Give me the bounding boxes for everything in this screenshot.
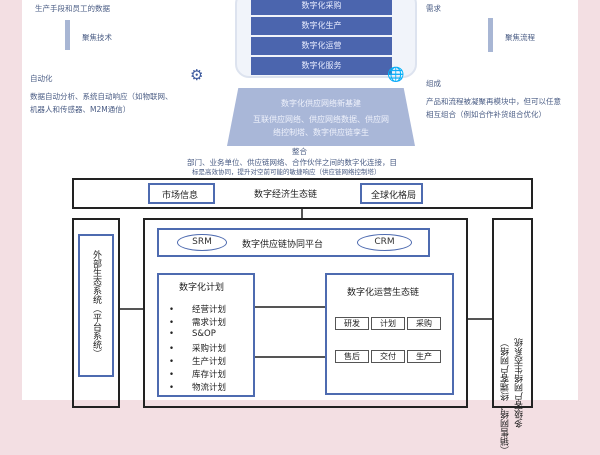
left-line: 数据自动分析、系统自动响应（如物联网、 — [30, 92, 173, 101]
eco-chain-label: 数字经济生态链 — [254, 190, 318, 200]
right-line: 相互组合（例如合作补货组合优化） — [426, 110, 546, 119]
integrate-title: 整合 — [292, 147, 307, 156]
arrow-right — [120, 308, 143, 310]
external-system-label: 外部生态系统（平台系统） — [91, 250, 101, 358]
market-info-box: 市场信息 — [148, 183, 215, 204]
right-title: 组成 — [426, 79, 441, 88]
plan-item-label: 经营计划 — [192, 305, 227, 315]
plan-title: 数字化计划 — [179, 283, 225, 293]
external-system-inner: 外部生态系统（平台系统） — [78, 234, 114, 377]
plan-item: • 库存计划 — [169, 368, 226, 380]
stack-item: 数字化运营 — [251, 37, 392, 55]
arrow-right — [255, 306, 325, 308]
bullet-icon: • — [169, 370, 175, 380]
gears-icon: ⚙ — [190, 66, 204, 84]
infrastructure-base: 数字化供应网络新基建 互联供应网络、供应网络数据、供应网 络控制塔、数字供应链孪… — [227, 88, 415, 146]
plan-item: • 经营计划 — [169, 303, 226, 315]
ops-box: 数字化运营生态链 研发 计划 采购 售后 交付 生产 — [325, 273, 454, 395]
bullet-icon: • — [169, 318, 175, 328]
ops-title: 数字化运营生态链 — [347, 288, 420, 298]
stack-item: 数字化服务 — [251, 57, 392, 75]
ops-step: 研发 — [335, 317, 369, 330]
up-down-arrow-icon — [65, 20, 70, 50]
plan-box: 数字化计划 • 经营计划 • 需求计划 • S&OP • 采购计划 • 生产计划 • 库存计划 • 物流计… — [157, 273, 255, 397]
base-line: 互联供应网络、供应网络数据、供应网 — [253, 115, 389, 124]
platform-label: 数字供应链协同平台 — [242, 240, 324, 250]
bullet-icon: • — [169, 383, 175, 393]
plan-item: • 采购计划 — [169, 342, 226, 354]
ops-step: 生产 — [407, 350, 441, 363]
global-label: 全球化格局 — [371, 191, 417, 201]
right-arrow-label: 聚焦流程 — [505, 33, 535, 42]
bullet-icon: • — [169, 357, 175, 367]
stack-item: 数字化采购 — [251, 0, 392, 15]
plan-item: • 物流计划 — [169, 381, 226, 393]
plan-item: • S&OP — [169, 329, 216, 339]
left-arrow-label: 聚焦技术 — [82, 33, 112, 42]
integrate-line: 标是高效协同，提升对空前可能的敏捷响应（供应链网络控制塔） — [192, 168, 381, 176]
customer-network-label: 多级客户网络生态系统 — [515, 338, 525, 428]
bullet-icon: • — [169, 329, 175, 339]
plan-item-label: 物流计划 — [192, 383, 227, 393]
global-box: 全球化格局 — [360, 183, 423, 204]
left-title: 自动化 — [30, 74, 53, 83]
crm-ellipse: CRM — [357, 234, 412, 251]
customer-network-label: （销售网络，终端客户网络） — [501, 338, 511, 455]
up-down-arrow-icon — [488, 18, 493, 52]
plan-item: • 需求计划 — [169, 316, 226, 328]
plan-item: • 生产计划 — [169, 355, 226, 367]
right-line: 产品和流程被凝聚再模块中，但可以任意 — [426, 97, 561, 106]
right-top-text: 需求 — [426, 4, 441, 13]
eco-chain-box — [72, 178, 533, 209]
market-info-label: 市场信息 — [162, 191, 199, 201]
ops-step: 计划 — [371, 317, 405, 330]
plan-item-label: 库存计划 — [192, 370, 227, 380]
plan-item-label: 采购计划 — [192, 344, 227, 354]
plan-item-label: S&OP — [192, 329, 216, 339]
ops-step: 采购 — [407, 317, 441, 330]
left-top-text: 生产手段和员工的数据 — [35, 4, 110, 13]
srm-ellipse: SRM — [177, 234, 227, 251]
arrow-right — [468, 318, 492, 320]
left-line: 机器人和传感器、M2M通信） — [30, 105, 131, 114]
bullet-icon: • — [169, 344, 175, 354]
integrate-line: 部门、业务单位、供应链网络、合作伙伴之间的数字化连接，目 — [187, 158, 397, 167]
arrow-left — [255, 356, 325, 358]
customer-network-box: 多级客户网络生态系统 （销售网络，终端客户网络） — [492, 218, 533, 455]
arrow-down — [301, 209, 303, 218]
ops-step: 交付 — [371, 350, 405, 363]
ops-step: 售后 — [335, 350, 369, 363]
bullet-icon: • — [169, 305, 175, 315]
plan-item-label: 需求计划 — [192, 318, 227, 328]
base-line: 络控制塔、数字供应链孪生 — [273, 128, 369, 137]
base-title: 数字化供应网络新基建 — [281, 99, 361, 108]
stack-item: 数字化生产 — [251, 17, 392, 35]
globe-icon: 🌐 — [387, 67, 405, 83]
page: 数字化采购 数字化生产 数字化运营 数字化服务 生产手段和员工的数据 聚焦技术 … — [22, 0, 578, 455]
plan-item-label: 生产计划 — [192, 357, 227, 367]
